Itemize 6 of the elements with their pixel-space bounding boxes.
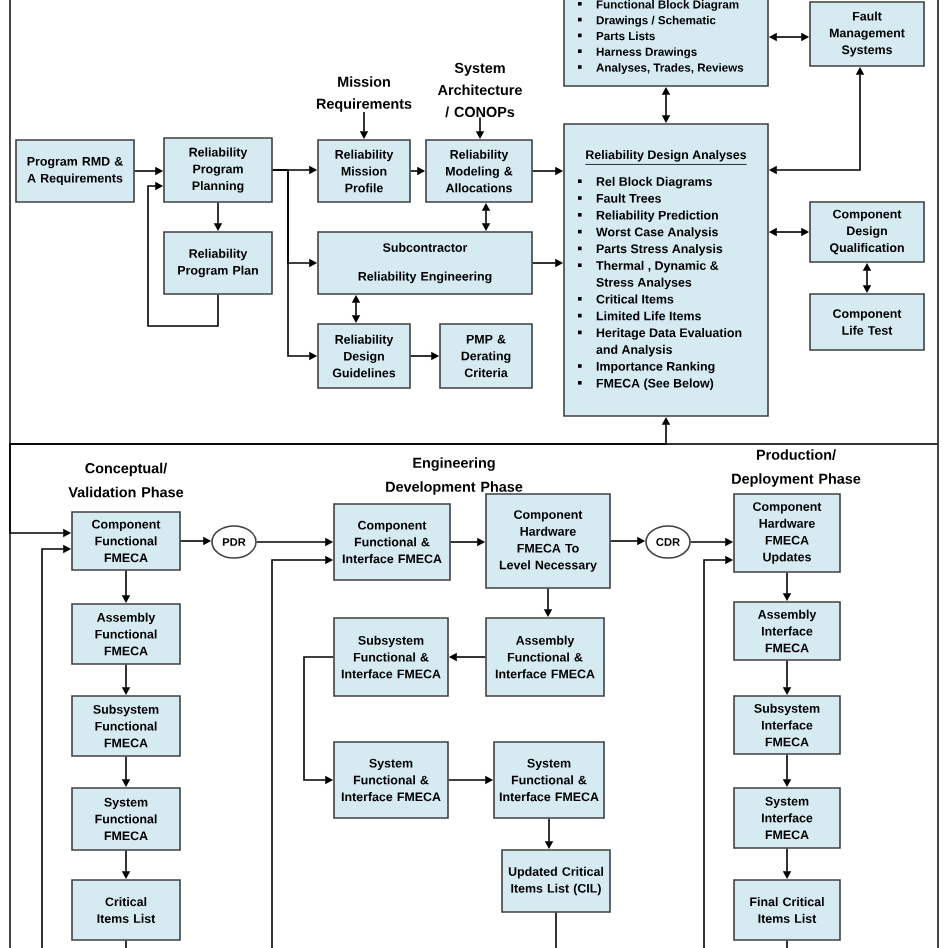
list-box — [563, 0, 769, 87]
connector-line — [125, 940, 127, 948]
connector-line — [786, 940, 788, 948]
arrow — [147, 181, 219, 327]
analysis-box — [563, 123, 769, 417]
connector-line — [555, 912, 557, 948]
